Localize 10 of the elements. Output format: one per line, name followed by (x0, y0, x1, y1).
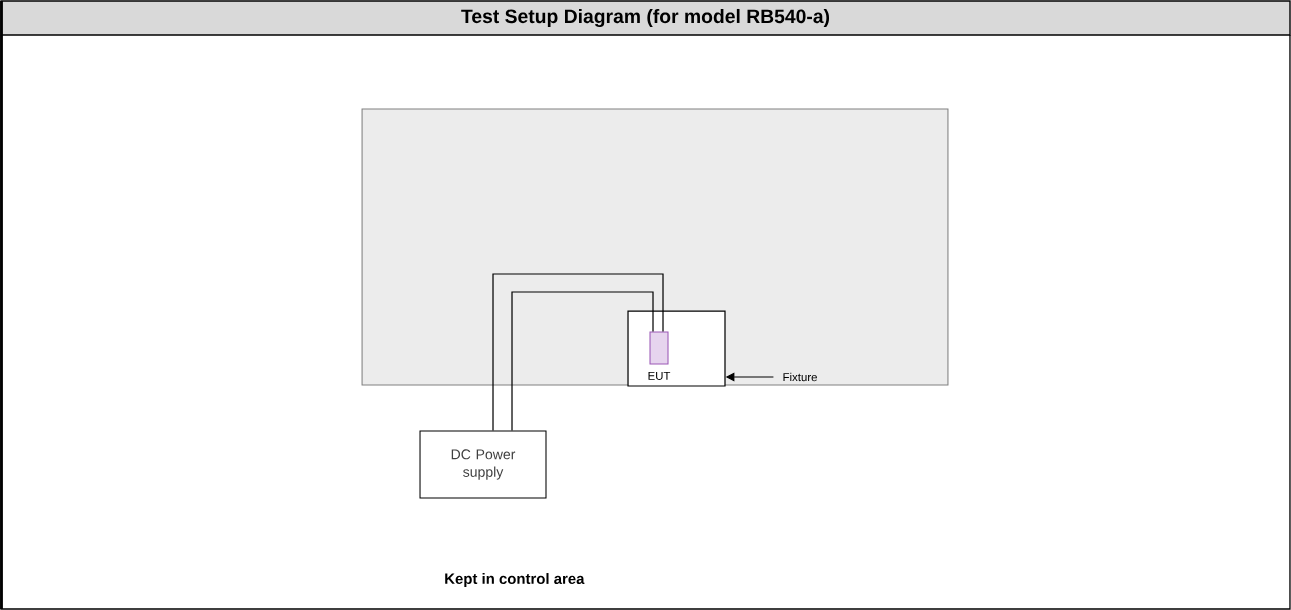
device-under-test: EUT (648, 331, 671, 380)
fixture-label: Fixture (783, 372, 817, 382)
test-chamber (361, 108, 949, 386)
title-bar: Test Setup Diagram (for model RB540-a) (0, 0, 1291, 36)
area-note: Kept in control area (445, 573, 585, 587)
cable (492, 273, 664, 432)
node-label: EUT (648, 371, 671, 380)
power-supply-box: DC Power supply (419, 430, 547, 499)
fixture-box (627, 310, 726, 387)
cable (511, 291, 654, 432)
